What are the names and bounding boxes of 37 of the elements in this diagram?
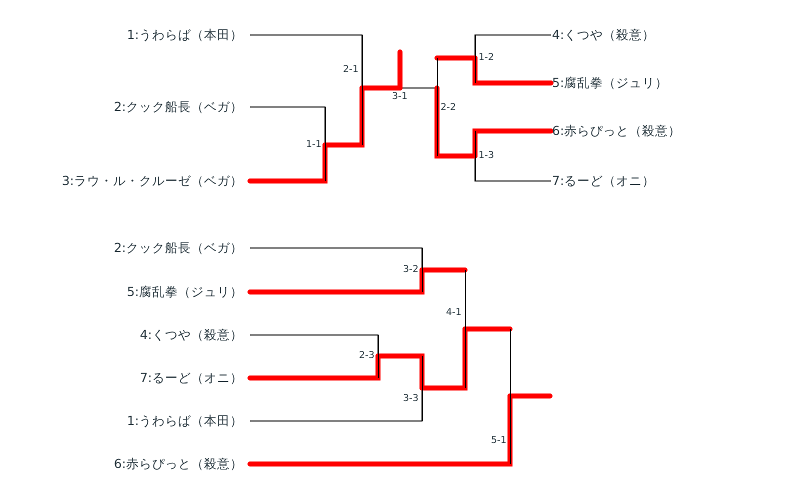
player-name: 1:うわらば（本田） (126, 27, 243, 43)
bracket-line (250, 388, 422, 422)
bracket-line (508, 394, 552, 398)
match-bracket: 1-2 (474, 35, 508, 83)
player-name: 3:ラウ・ル・クルーゼ（ベガ） (62, 173, 243, 189)
bracket-line (434, 56, 478, 60)
match-bracket: 2-1 (328, 35, 362, 145)
player-name: 5:腐乱拳（ジュリ） (126, 284, 243, 300)
bracket-line (398, 50, 402, 90)
player-name: 7:るーど（オニ） (140, 370, 243, 386)
player-name: 5:腐乱拳（ジュリ） (552, 75, 668, 91)
player-name: 6:赤らぴっと（殺意） (552, 123, 682, 139)
player-name: 7:るーど（オニ） (552, 173, 656, 189)
match-bracket: 3-2 (388, 248, 422, 292)
bracket-line (250, 334, 378, 356)
bracket-line (250, 106, 326, 146)
player-name: 6:赤らぴっと（殺意） (114, 456, 243, 472)
match-bracket: 2-3 (344, 335, 378, 378)
bracket-line (474, 156, 552, 182)
player-name: 2:クック船長（ベガ） (114, 99, 243, 115)
match-bracket: 3-3 (388, 356, 422, 421)
match-bracket: 4-1 (432, 270, 466, 388)
bracket-line (250, 248, 422, 270)
player-name: 4:くつや（殺意） (140, 327, 243, 343)
match-bracket: 1-3 (474, 131, 508, 181)
bracket-line (250, 34, 362, 88)
match-bracket: 3-1 (383, 88, 417, 102)
bracket-line (462, 326, 512, 332)
player-name: 4:くつや（殺意） (552, 27, 656, 43)
match-bracket: 2-2 (436, 58, 470, 156)
player-name: 1:うわらば（本田） (126, 413, 243, 429)
bracket-line (474, 34, 552, 58)
bracket-line (434, 86, 478, 158)
match-bracket: 1-1 (292, 107, 326, 181)
match-bracket: 5-1 (476, 329, 510, 464)
player-name: 2:クック船長（ベガ） (114, 240, 243, 256)
bracket-line (420, 268, 468, 272)
